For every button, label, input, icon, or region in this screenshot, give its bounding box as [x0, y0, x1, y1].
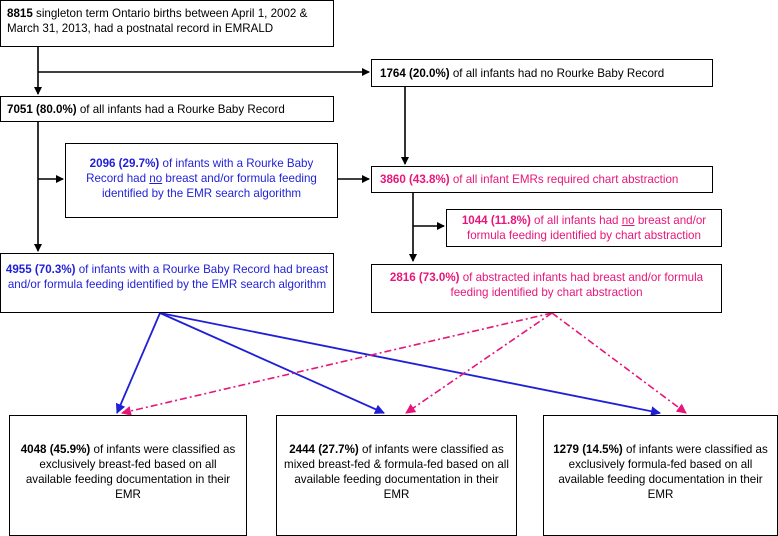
node-rourke-record: 7051 (80.0%) of all infants had a Rourke…	[0, 96, 334, 122]
arrow-chart-to-breast	[121, 312, 553, 416]
node-chart-abstraction: 3860 (43.8%) of all infant EMRs required…	[371, 166, 713, 193]
node-chart-abstraction-count: 3860 (43.8%)	[380, 173, 450, 186]
node-no-feeding-emr-emphasis: no	[149, 172, 163, 185]
node-rourke-count: 7051 (80.0%)	[7, 103, 77, 116]
node-no-feeding-emr-text-b: breast and/or formula feeding identified…	[101, 172, 317, 200]
node-feeding-chart-text: of abstracted infants had breast and/or …	[450, 271, 704, 299]
node-feeding-emr-count: 4955 (70.3%)	[5, 263, 76, 276]
node-formula-fed-text: of infants were classified as exclusivel…	[558, 443, 768, 501]
node-no-feeding-chart-emphasis: no	[621, 214, 635, 227]
node-total-births-count: 8815	[7, 7, 33, 20]
arrow-emr-to-mixed	[159, 312, 385, 414]
node-total-births: 8815 singleton term Ontario births betwe…	[0, 0, 334, 47]
arrow-emr-to-breast	[115, 312, 161, 414]
node-no-feeding-emr-text-a: of infants with a Rourke Baby Record had	[86, 157, 314, 185]
node-feeding-emr: 4955 (70.3%) of infants with a Rourke Ba…	[0, 253, 334, 313]
node-mixed-fed-count: 2444 (27.7%)	[289, 443, 359, 456]
node-no-rourke-count: 1764 (20.0%)	[380, 67, 450, 80]
node-no-feeding-chart-text-b: breast and/or formula feeding identified…	[467, 214, 707, 242]
node-no-feeding-chart-count: 1044 (11.8%)	[461, 214, 531, 227]
node-no-feeding-chart-text-a: of all infants had	[530, 214, 622, 227]
node-breast-fed-text: of infants were classified as exclusivel…	[25, 443, 236, 501]
node-no-feeding-emr: 2096 (29.7%) of infants with a Rourke Ba…	[65, 143, 338, 218]
arrow-chart-to-formula	[551, 312, 687, 414]
arrow-chart-to-mixed	[405, 312, 553, 414]
node-exclusively-breast-fed: 4048 (45.9%) of infants were classified …	[9, 415, 247, 536]
node-feeding-chart: 2816 (73.0%) of abstracted infants had b…	[371, 264, 722, 313]
node-feeding-chart-count: 2816 (73.0%)	[389, 271, 460, 284]
node-formula-fed-count: 1279 (14.5%)	[553, 443, 623, 456]
node-no-feeding-emr-count: 2096 (29.7%)	[89, 157, 160, 170]
arrow-emr-to-formula	[159, 312, 661, 417]
node-mixed-fed: 2444 (27.7%) of infants were classified …	[276, 415, 517, 536]
node-no-rourke-text: of all infants had no Rourke Baby Record	[449, 67, 665, 80]
node-no-rourke-record: 1764 (20.0%) of all infants had no Rourk…	[371, 59, 713, 87]
node-exclusively-formula-fed: 1279 (14.5%) of infants were classified …	[543, 415, 778, 536]
node-no-feeding-chart: 1044 (11.8%) of all infants had no breas…	[446, 209, 722, 247]
node-total-births-text: singleton term Ontario births between Ap…	[7, 7, 308, 35]
node-mixed-fed-text: of infants were classified as mixed brea…	[284, 443, 509, 501]
node-breast-fed-count: 4048 (45.9%)	[20, 443, 91, 456]
node-rourke-text: of all infants had a Rourke Baby Record	[76, 103, 285, 116]
node-chart-abstraction-text: of all infant EMRs required chart abstra…	[449, 173, 679, 186]
node-feeding-emr-text: of infants with a Rourke Baby Record had…	[7, 263, 329, 291]
